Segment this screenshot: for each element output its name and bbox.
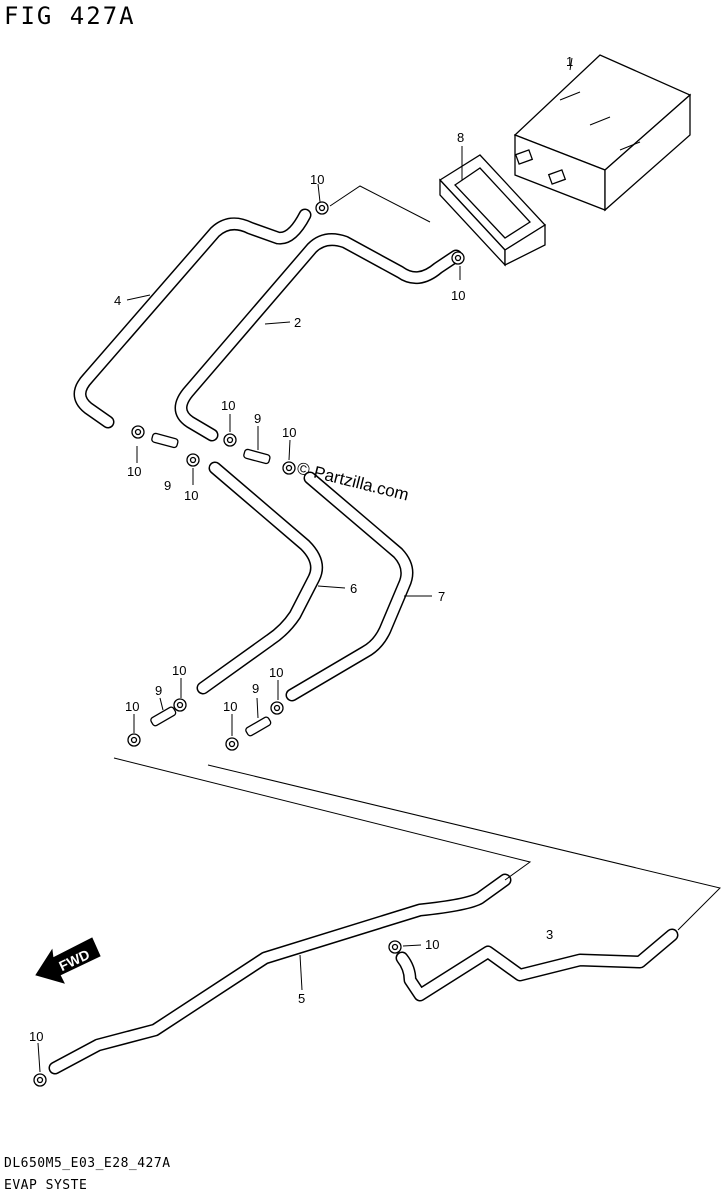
ref-label-8: 8 xyxy=(457,130,464,145)
clamp[interactable] xyxy=(270,701,284,715)
bracket[interactable] xyxy=(438,154,547,267)
clamp[interactable] xyxy=(131,425,145,439)
clamp[interactable] xyxy=(451,251,465,265)
ref-label-4: 4 xyxy=(114,293,121,308)
diagram-code: DL650M5_E03_E28_427A xyxy=(4,1156,171,1171)
hose-5[interactable] xyxy=(48,873,512,1075)
hose-6[interactable] xyxy=(196,461,323,695)
clamp[interactable] xyxy=(315,201,329,215)
canister[interactable] xyxy=(513,54,692,212)
hose-4[interactable] xyxy=(73,208,312,429)
reference-labels: 1 2 3 4 5 6 7 8 9 9 9 9 10 10 10 10 10 1… xyxy=(29,54,573,1044)
ref-label-10: 10 xyxy=(29,1029,43,1044)
ref-label-10: 10 xyxy=(172,663,186,678)
ref-label-2: 2 xyxy=(294,315,301,330)
figure-title: FIG 427A xyxy=(4,2,136,30)
hose-3[interactable] xyxy=(395,928,679,1002)
ref-label-9: 9 xyxy=(164,478,171,493)
ref-label-7: 7 xyxy=(438,589,445,604)
clamp[interactable] xyxy=(33,1073,47,1087)
ref-label-9: 9 xyxy=(254,411,261,426)
ref-label-9: 9 xyxy=(155,683,162,698)
clamp[interactable] xyxy=(186,453,200,467)
clamp[interactable] xyxy=(173,698,187,712)
hose-7[interactable] xyxy=(285,471,414,702)
diagram-name: EVAP SYSTE xyxy=(4,1178,88,1193)
ref-label-10: 10 xyxy=(127,464,141,479)
ref-label-9: 9 xyxy=(252,681,259,696)
leader-lines xyxy=(37,57,721,1073)
ref-label-10: 10 xyxy=(310,172,324,187)
fwd-arrow: FWD xyxy=(35,937,101,984)
ref-label-6: 6 xyxy=(350,581,357,596)
hose-2[interactable] xyxy=(174,233,463,442)
ref-label-5: 5 xyxy=(298,991,305,1006)
fwd-label: FWD xyxy=(56,946,92,974)
clamp[interactable] xyxy=(223,433,237,447)
clamp[interactable] xyxy=(388,940,402,954)
clamp[interactable] xyxy=(127,733,141,747)
clamp[interactable] xyxy=(225,737,239,751)
ref-label-10: 10 xyxy=(184,488,198,503)
ref-label-1: 1 xyxy=(566,54,573,69)
connector[interactable] xyxy=(243,448,271,465)
ref-label-10: 10 xyxy=(282,425,296,440)
connector[interactable] xyxy=(150,706,177,727)
ref-label-10: 10 xyxy=(125,699,139,714)
ref-label-10: 10 xyxy=(269,665,283,680)
ref-label-10: 10 xyxy=(451,288,465,303)
ref-label-3: 3 xyxy=(546,927,553,942)
ref-label-10: 10 xyxy=(425,937,439,952)
ref-label-10: 10 xyxy=(221,398,235,413)
clamp[interactable] xyxy=(282,461,296,475)
ref-label-10: 10 xyxy=(223,699,237,714)
connector[interactable] xyxy=(151,432,179,449)
connector[interactable] xyxy=(245,716,272,737)
